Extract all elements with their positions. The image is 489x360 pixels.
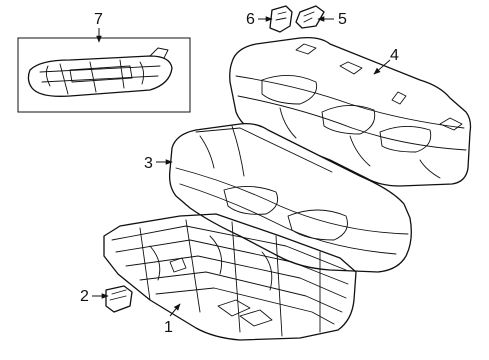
callout-7: 7 [94, 11, 103, 43]
callout-1: 1 [164, 303, 181, 336]
callout-5: 5 [317, 11, 347, 28]
callout-3-label: 3 [144, 155, 153, 172]
callout-1-label: 1 [164, 319, 173, 336]
bracket-right[interactable] [295, 5, 325, 29]
callout-4: 4 [373, 47, 399, 75]
bracket-left-group [269, 5, 293, 33]
inset-frame [17, 37, 191, 113]
seat-frame[interactable] [103, 213, 357, 341]
callout-5-label: 5 [338, 11, 347, 28]
heater-pad[interactable] [27, 55, 173, 97]
latch-clip[interactable] [105, 285, 133, 313]
callout-4-label: 4 [390, 47, 399, 64]
latch-clip-group [105, 285, 133, 313]
callout-6: 6 [246, 11, 273, 28]
seat-cover-assembly [229, 36, 472, 187]
callout-2-label: 2 [80, 288, 89, 305]
heater-pad-inset [17, 37, 191, 113]
seat-cushion[interactable] [168, 122, 412, 273]
bracket-right-group [295, 5, 325, 29]
callout-7-label: 7 [94, 11, 103, 28]
callout-3: 3 [144, 155, 173, 172]
callout-6-label: 6 [246, 11, 255, 28]
seat-cushion-assembly [168, 122, 412, 273]
seat-frame-assembly [103, 213, 357, 341]
callout-2: 2 [80, 288, 109, 305]
